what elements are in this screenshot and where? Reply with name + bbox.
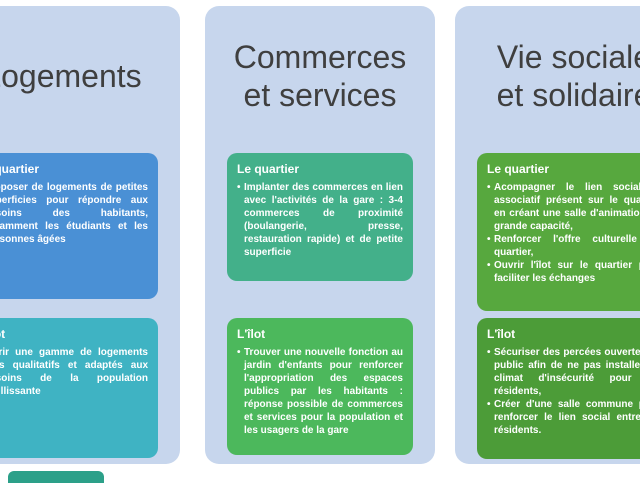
card-commerces-quartier: Le quartier Implanter des commerces en l… <box>227 153 413 281</box>
card-logements-ilot: L'îlot Offrir une gamme de logements plu… <box>0 318 158 458</box>
bullet-item: Offrir une gamme de logements plus quali… <box>0 346 148 398</box>
card-heading: Le quartier <box>237 162 300 176</box>
card-heading: L'îlot <box>237 327 266 341</box>
column-commerces: Commerces et services Le quartier Implan… <box>205 6 435 464</box>
card-heading: L'îlot <box>487 327 516 341</box>
column-title-logements: Logements <box>0 57 142 94</box>
card-vie-sociale-quartier: Le quartier Acompagner le lien social et… <box>477 153 640 311</box>
card-logements-quartier: Le quartier Proposer de logements de pet… <box>0 153 158 299</box>
card-heading: L'îlot <box>0 327 6 341</box>
bullet-item: Trouver une nouvelle fonction au jardin … <box>237 346 403 437</box>
bullet-item: Créer d'une salle commune pour renforcer… <box>487 398 640 437</box>
card-commerces-ilot: L'îlot Trouver une nouvelle fonction au … <box>227 318 413 455</box>
card-heading: Le quartier <box>0 162 40 176</box>
card-heading: Le quartier <box>487 162 550 176</box>
bullet-list: Acompagner le lien social et associatif … <box>487 181 640 285</box>
card-vie-sociale-ilot: L'îlot Sécuriser des percées ouvertes au… <box>477 318 640 459</box>
bullet-list: Implanter des commerces en lien avec l'a… <box>237 181 403 259</box>
bullet-list: Offrir une gamme de logements plus quali… <box>0 346 148 398</box>
bullet-item: Acompagner le lien social et associatif … <box>487 181 640 233</box>
partially-visible-shape <box>8 471 104 483</box>
bullet-item: Implanter des commerces en lien avec l'a… <box>237 181 403 259</box>
column-title-commerces: Commerces et services <box>233 38 407 113</box>
bullet-list: Proposer de logements de petites superfi… <box>0 181 148 246</box>
bullet-item: Proposer de logements de petites superfi… <box>0 181 148 246</box>
bullet-list: Trouver une nouvelle fonction au jardin … <box>237 346 403 437</box>
bullet-item: Renforcer l'offre culturelle du quartier… <box>487 233 640 259</box>
bullet-list: Sécuriser des percées ouvertes au public… <box>487 346 640 437</box>
column-logements: Logements Le quartier Proposer de logeme… <box>0 6 180 464</box>
bullet-item: Sécuriser des percées ouvertes au public… <box>487 346 640 398</box>
bullet-item: Ouvrir l'îlot sur le quartier pour facil… <box>487 259 640 285</box>
